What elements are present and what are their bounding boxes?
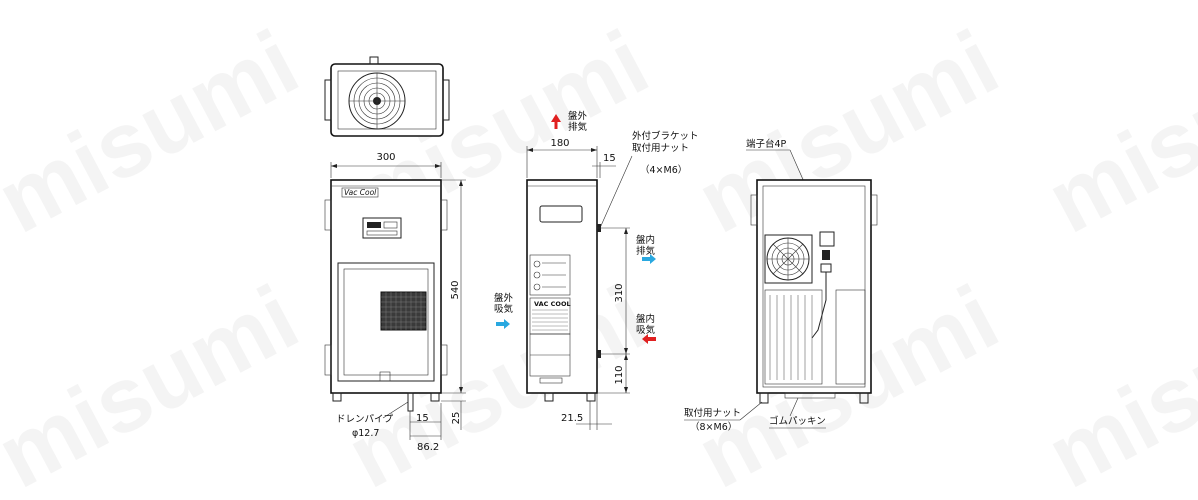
inside-intake-label-2: 吸気 [636, 324, 656, 336]
bracket-note-line-2: 取付用ナット [632, 143, 689, 154]
control-panel [362, 217, 402, 239]
front-height-dimension: 540 [450, 280, 461, 299]
outside-intake-arrow-icon [496, 319, 510, 329]
top-exhaust-arrow-icon [551, 114, 561, 129]
inside-intake-label-1: 盤内 [636, 313, 655, 325]
bracket-dimension: 15 [603, 153, 616, 164]
rear-fan-icon [766, 237, 810, 281]
dim-86-2: 86.2 [417, 442, 439, 453]
top-exhaust-label-1: 盤外 [568, 110, 588, 122]
front-view-housing [330, 179, 442, 394]
mounting-nut-size: （8×M6） [690, 421, 737, 433]
terminal-block-label: 端子台4P [746, 138, 787, 150]
dim-15: 15 [416, 413, 429, 424]
lower-dimension: 110 [614, 365, 625, 384]
inside-exhaust-label-1: 盤内 [636, 234, 655, 246]
top-view-right-flange [442, 79, 450, 121]
top-view-handle [369, 56, 379, 65]
bracket-note-line-3: （4×M6） [640, 164, 687, 176]
brand-plate [341, 187, 379, 198]
upper-dimension: 310 [614, 283, 625, 302]
inside-intake-arrow-icon [642, 334, 656, 344]
fan-icon [348, 72, 406, 130]
outside-intake-label-2: 吸気 [494, 303, 514, 315]
front-view: 300 Vac Cool [324, 152, 466, 453]
warning-labels [529, 254, 571, 296]
rear-coil [764, 289, 823, 385]
top-view-inner-panel [337, 70, 437, 130]
inside-exhaust-label-2: 排気 [636, 245, 656, 257]
front-width-dimension: 300 [376, 152, 395, 163]
watermark: misumi misumi misumi misumi misumi misum… [0, 11, 1198, 500]
back-view-housing [756, 179, 872, 394]
top-view [324, 56, 450, 137]
watermark-text-4: misumi [1032, 11, 1198, 252]
drain-pipe-size: φ12.7 [352, 428, 379, 439]
watermark-text-8: misumi [1032, 266, 1198, 500]
side-view-housing [526, 179, 598, 394]
bottom-dimension: 21.5 [561, 413, 583, 424]
inside-exhaust-arrow-icon [642, 254, 656, 264]
rear-fan-housing [764, 234, 813, 284]
filter-grille [380, 291, 427, 331]
brand-label: Vac Cool [344, 188, 377, 197]
gasket-label: ゴムパッキン [769, 415, 826, 427]
side-handle-slot [539, 205, 583, 223]
outside-intake-label-1: 盤外 [494, 292, 514, 304]
bracket-note-line-1: 外付ブラケット [632, 130, 699, 142]
mounting-nut-label: 取付用ナット [684, 408, 741, 419]
rubber-gasket [784, 392, 836, 399]
side-view: 盤外 排気 180 15 外付ブラケット 取付用ナット （4×M6） VA [494, 110, 699, 430]
top-exhaust-label-2: 排気 [568, 121, 588, 133]
top-view-left-flange [324, 79, 332, 121]
watermark-text-5: misumi [0, 266, 314, 500]
side-depth-dimension: 180 [550, 138, 569, 149]
terminal-block [819, 231, 835, 247]
rating-plate-label: VAC COOL [534, 300, 571, 308]
watermark-text-1: misumi [0, 11, 314, 252]
dim-25: 25 [451, 412, 462, 425]
back-view: 端子台4P [684, 138, 878, 433]
drain-pipe-label: ドレンパイプ [336, 414, 394, 425]
